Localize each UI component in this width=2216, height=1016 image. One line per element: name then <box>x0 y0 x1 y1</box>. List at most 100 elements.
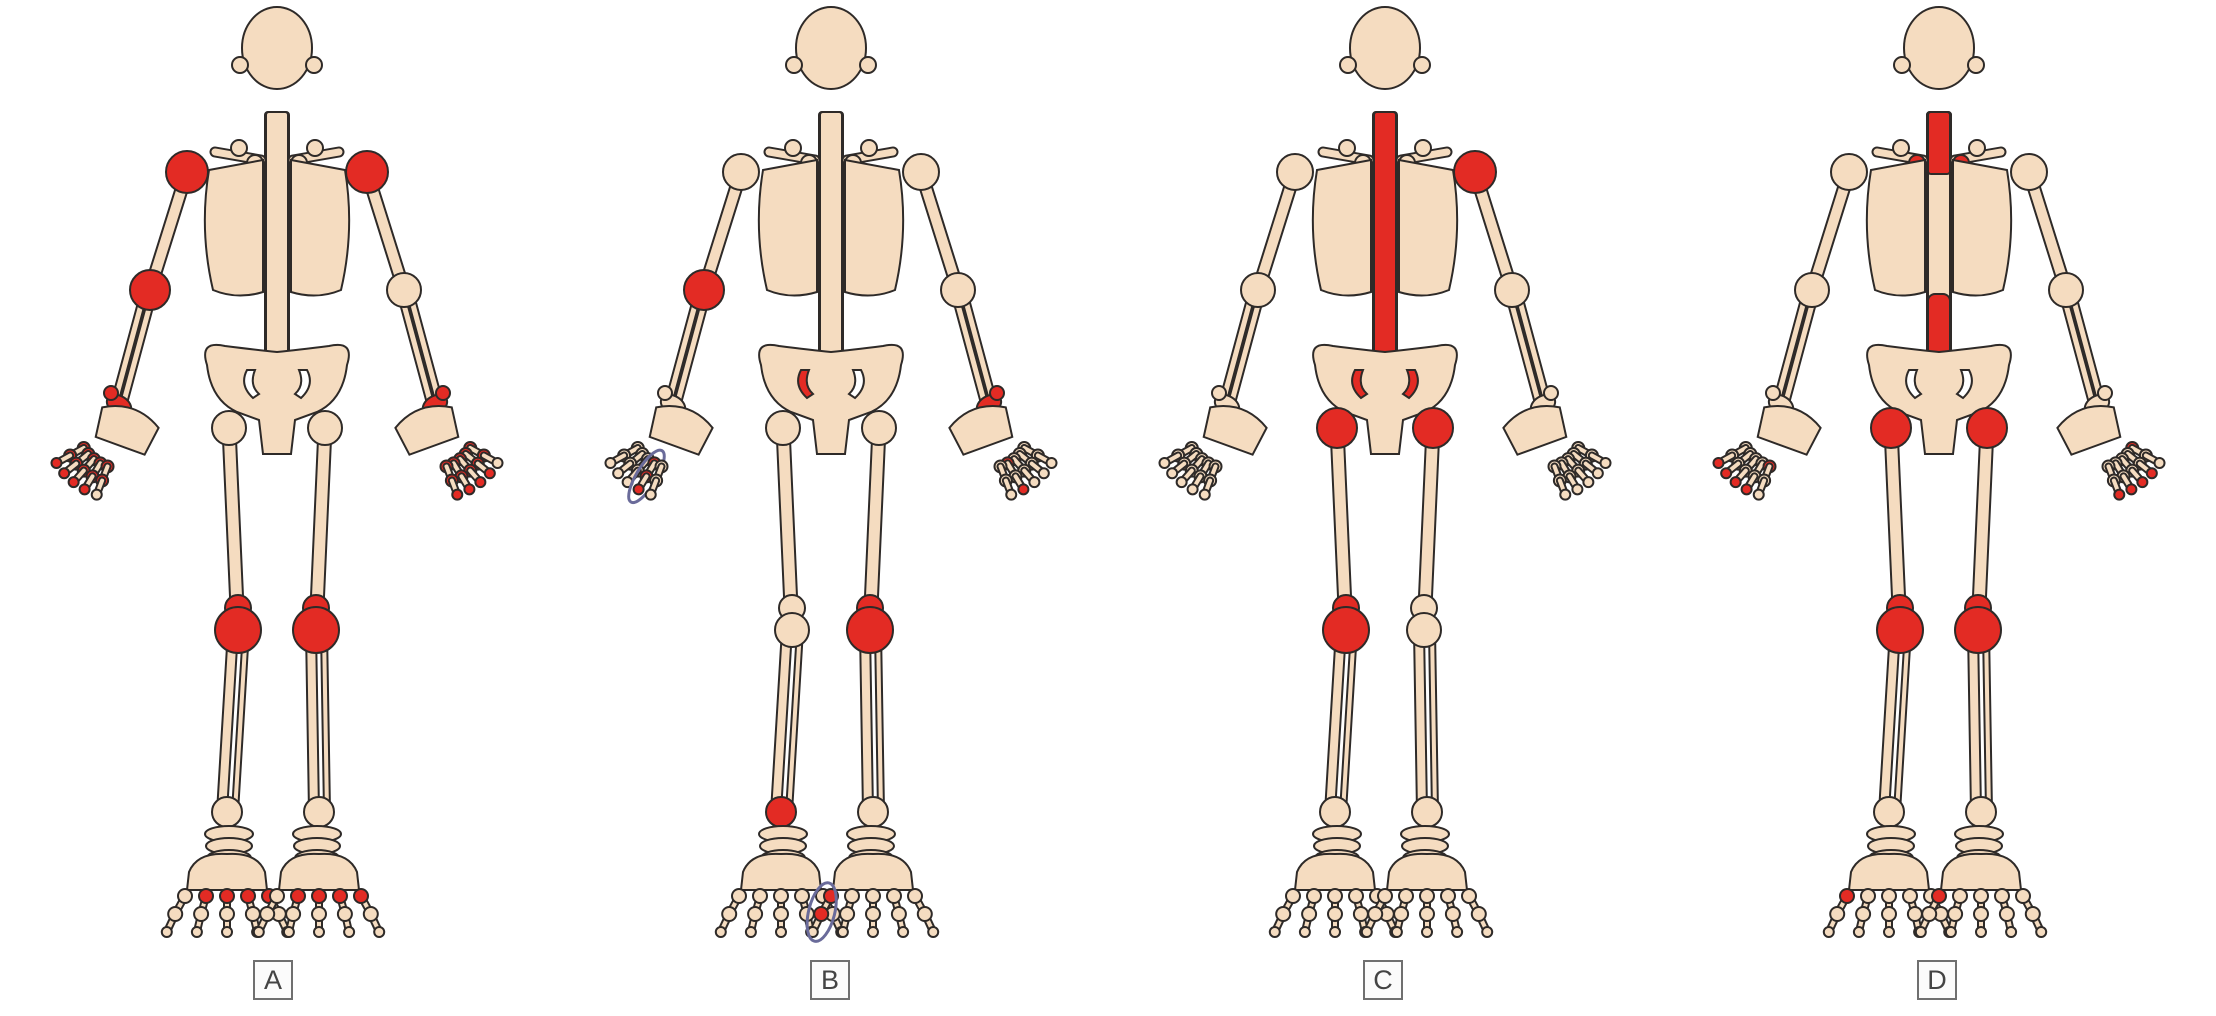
panel-c-tibia-right <box>1419 630 1422 812</box>
panel-d-knee-right <box>1955 607 2001 653</box>
panel-d-hand-right-finger-3-joint-3 <box>2137 477 2147 487</box>
panel-c-hand-left-finger-3-joint-3 <box>1177 477 1187 487</box>
panel-c-knee-right <box>1407 613 1441 647</box>
panel-a-hand-right-finger-1-joint-3 <box>493 458 503 468</box>
panel-c-hand-left-wrist-joint <box>1212 386 1226 400</box>
panel-b-foot-left-toe-5-joint-1 <box>732 889 746 903</box>
panel-b-tibia-left <box>776 630 787 812</box>
panel-a-elbow-right <box>387 273 421 307</box>
panel-b-foot-right-toe-5-joint-3 <box>928 927 938 937</box>
panel-a-foot-left-toe-4-joint-2 <box>194 907 208 921</box>
panel-a-scapula-knob-left <box>231 140 247 156</box>
panel-b-hand-left-palm <box>646 399 716 456</box>
panel-d-ankle-left <box>1874 797 1904 827</box>
panel-a-foot-left-toe-4-joint-3 <box>192 927 202 937</box>
panel-d-foot-right-toe-5-joint-2 <box>2026 907 2040 921</box>
panel-a-knee-right <box>293 607 339 653</box>
skeleton-figure-c <box>1108 0 1662 1016</box>
panel-d-spine-upper-front <box>1928 112 1950 174</box>
panel-c-foot-right-toe-4-joint-2 <box>1446 907 1460 921</box>
panel-a-spine-front <box>266 112 288 360</box>
panel-a-hand-left-finger-2-joint-3 <box>59 468 69 478</box>
panel-d-foot-left-toe-5-joint-2 <box>1830 907 1844 921</box>
panel-d-hand-left-finger-4-joint-3 <box>1742 484 1752 494</box>
panel-b-foot-left-toe-3-joint-2 <box>774 907 788 921</box>
panel-d-foot-left-toe-3-joint-1 <box>1882 889 1896 903</box>
panel-d-foot-left-toe-3-joint-2 <box>1882 907 1896 921</box>
panel-a-hand-left-finger-5-joint-3 <box>92 490 102 500</box>
panel-label-a: A <box>253 960 293 1000</box>
panel-c-hand-right-finger-2-joint-3 <box>1593 468 1603 478</box>
panel-a-foot-left-toe-5-joint-1 <box>178 889 192 903</box>
panel-b-ankle-right <box>858 797 888 827</box>
panel-b-foot-right-toe-3-joint-2 <box>866 907 880 921</box>
panel-a-elbow-left <box>130 270 170 310</box>
panel-c-hand-left-finger-4-joint-3 <box>1188 484 1198 494</box>
panel-a-foot-left-toe-3-joint-3 <box>222 927 232 937</box>
panel-b-hip-right <box>862 411 896 445</box>
panel-c-foot-right-toe-3-joint-3 <box>1422 927 1432 937</box>
panel-a-hand-right-wrist-joint <box>436 386 450 400</box>
panel-d-hand-right-wrist-joint <box>2098 386 2112 400</box>
panel-b-knee-right <box>847 607 893 653</box>
panel-d-shoulder-right <box>2011 154 2047 190</box>
panel-c-skull <box>1350 7 1420 89</box>
panel-d-hand-right-finger-4-joint-3 <box>2126 484 2136 494</box>
panel-c-ribcage-right <box>1399 160 1457 296</box>
panel-a-foot-right-toe-5-joint-1 <box>354 889 368 903</box>
panel-b-foot-right-toe-2-joint-2 <box>840 907 854 921</box>
skeleton-panel-c: C <box>1108 0 1662 1016</box>
panel-d-hand-right-finger-5-joint-3 <box>2114 490 2124 500</box>
skeleton-figure-b <box>554 0 1108 1016</box>
panel-b-shoulder-right <box>903 154 939 190</box>
panel-b-hand-left-wrist-joint <box>658 386 672 400</box>
panel-c-hand-right-wrist-joint <box>1544 386 1558 400</box>
panel-b-skull <box>796 7 866 89</box>
panel-b-foot-left-toe-5-joint-2 <box>722 907 736 921</box>
panel-d-foot-left-toe-3-joint-3 <box>1884 927 1894 937</box>
panel-a-ear-left <box>232 57 248 73</box>
panel-a-hip-left <box>212 411 246 445</box>
panel-c-scapula-knob-right <box>1415 140 1431 156</box>
panel-a-foot-right-toe-3-joint-2 <box>312 907 326 921</box>
panel-a-hand-right-finger-3-joint-3 <box>475 477 485 487</box>
panel-d-hand-left-wrist-joint <box>1766 386 1780 400</box>
panel-c-foot-right-toe-1-joint-1 <box>1378 889 1392 903</box>
panel-c-foot-right-toe-2-joint-1 <box>1399 889 1413 903</box>
panel-d-foot-right-toe-3-joint-2 <box>1974 907 1988 921</box>
panel-a-hand-left-finger-3-joint-3 <box>69 477 79 487</box>
panel-c-elbow-left <box>1241 273 1275 307</box>
panel-b-elbow-right <box>941 273 975 307</box>
panel-c-foot-left-toe-2-joint-2 <box>1354 907 1368 921</box>
panel-b-scapula-knob-right <box>861 140 877 156</box>
panel-d-foot-right-toe-1-joint-1 <box>1932 889 1946 903</box>
skeleton-panel-b: B <box>554 0 1108 1016</box>
panel-c-foot-left-toe-3-joint-2 <box>1328 907 1342 921</box>
panel-a-ankle-left <box>212 797 242 827</box>
panel-a-knee-left <box>215 607 261 653</box>
panel-b-foot-right-toe-3-joint-3 <box>868 927 878 937</box>
skeleton-figure-a <box>0 0 554 1016</box>
panel-c-hand-left-palm <box>1200 399 1270 456</box>
panel-d-knee-left <box>1877 607 1923 653</box>
panel-label-b: B <box>810 960 850 1000</box>
panel-d-ear-right <box>1968 57 1984 73</box>
panel-b-foot-left-toe-5-joint-3 <box>716 927 726 937</box>
panel-a-foot-left-toe-3-joint-2 <box>220 907 234 921</box>
panel-d-foot-left-toe-2-joint-2 <box>1908 907 1922 921</box>
panel-a-hand-left-wrist-joint <box>104 386 118 400</box>
panel-c-foot-right-toe-2-joint-2 <box>1394 907 1408 921</box>
panel-b-ear-left <box>786 57 802 73</box>
panel-c-foot-right-toe-4-joint-3 <box>1452 927 1462 937</box>
panel-b-foot-right-toe-3-joint-1 <box>866 889 880 903</box>
panel-d-shoulder-left <box>1831 154 1867 190</box>
panel-c-foot-left-metatarsals <box>1295 854 1375 890</box>
panel-a-foot-right-metatarsals <box>279 854 359 890</box>
panel-d-ankle-right <box>1966 797 1996 827</box>
panel-c-hand-right-finger-5-joint-3 <box>1560 490 1570 500</box>
panel-c-hip-left <box>1317 408 1357 448</box>
panel-a-hip-right <box>308 411 342 445</box>
panel-a-ear-right <box>306 57 322 73</box>
panel-b-foot-right-toe-4-joint-1 <box>887 889 901 903</box>
panel-b-hand-right-finger-1-joint-3 <box>1047 458 1057 468</box>
